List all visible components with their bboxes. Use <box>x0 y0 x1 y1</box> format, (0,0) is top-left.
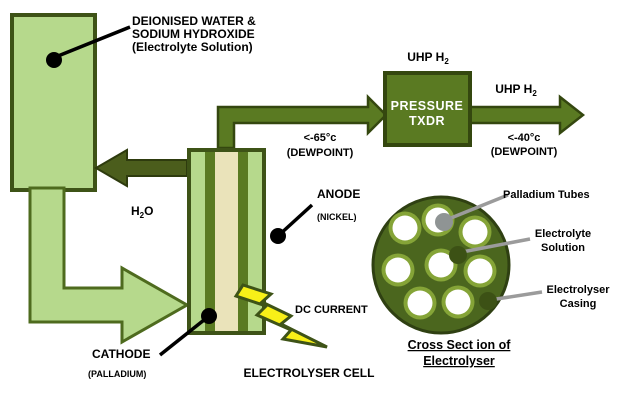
tank-label-line3: (Electrolyte Solution) <box>132 40 253 54</box>
pressure-txdr-label-line1: PRESSURE <box>391 99 464 113</box>
electrolyser-cell <box>187 148 266 335</box>
cross-section-caption-line1: Cross Sect ion of <box>408 338 512 352</box>
h2o-label: H2O <box>131 204 153 220</box>
tube-bore <box>385 257 411 283</box>
solution-pointer-line <box>461 237 531 254</box>
tank-pointer-dot <box>46 52 62 68</box>
outlet-dewpoint-note: (DEWPOINT) <box>491 146 558 158</box>
outlet-dewpoint-temp: <-40°c <box>508 132 541 144</box>
tank-pointer-line <box>57 25 131 58</box>
uhp-h2-outlet-label: UHP H2 <box>495 82 537 98</box>
h2-pipe-arrow <box>216 93 388 150</box>
tube-bore <box>392 215 418 241</box>
dc-current-label: DC CURRENT <box>295 304 368 316</box>
anode-label: ANODE <box>317 187 360 201</box>
cell-cathode-stripe <box>191 152 205 331</box>
tubes-pointer-dot <box>435 213 453 231</box>
pressure-txdr-label-line2: TXDR <box>409 114 445 128</box>
cathode-material-label: (PALLADIUM) <box>88 369 146 379</box>
tube-bore <box>407 290 433 316</box>
tube-bore <box>462 219 488 245</box>
anode-material-label: (NICKEL) <box>317 212 357 222</box>
dc-current-bolt-icon <box>233 283 328 349</box>
cell-electrode-stripe-left <box>205 152 215 331</box>
tank-label-line1: DEIONISED WATER & <box>132 14 256 28</box>
electrolyser-cell-caption: ELECTROLYSER CELL <box>244 366 375 380</box>
pressure-transducer-box <box>383 71 472 147</box>
cathode-pointer-dot <box>201 308 217 324</box>
h2-outlet-arrow <box>468 94 586 136</box>
anode-pointer-dot <box>270 228 286 244</box>
cell-electrolyte-core <box>215 152 238 331</box>
electrolyte-tank <box>10 13 97 192</box>
cathode-pointer-line <box>158 314 211 357</box>
cross-section: Palladium Tubes Electrolyte Solution Ele… <box>371 189 611 368</box>
casing-pointer-dot <box>479 292 497 310</box>
uhp-h2-top-label: UHP H2 <box>407 50 449 66</box>
palladium-tubes-label: Palladium Tubes <box>503 189 590 201</box>
pipe-dewpoint-temp: <-65°c <box>304 132 337 144</box>
tank-label-line2: SODIUM HYDROXIDE <box>132 27 255 41</box>
cross-section-caption-line2: Electrolyser <box>423 354 495 368</box>
electrolyser-casing-label-line1: Electrolyser <box>547 284 611 296</box>
electrolyser-casing-label-line2: Casing <box>560 298 597 310</box>
casing-pointer-line <box>489 290 543 302</box>
electrolyte-solution-label-line2: Solution <box>541 242 585 254</box>
cathode-label: CATHODE <box>92 347 150 361</box>
tube-bore <box>445 289 471 315</box>
solution-pointer-dot <box>449 246 467 264</box>
cell-electrode-stripe-right <box>238 152 248 331</box>
water-flow-arrow <box>28 186 191 345</box>
tube-bore <box>467 258 493 284</box>
tube-bore <box>428 252 454 278</box>
return-flow-arrow <box>94 148 188 188</box>
electrolyte-solution-label-line1: Electrolyte <box>535 228 591 240</box>
tubes-pointer-line <box>445 193 509 222</box>
pipe-dewpoint-note: (DEWPOINT) <box>287 147 354 159</box>
